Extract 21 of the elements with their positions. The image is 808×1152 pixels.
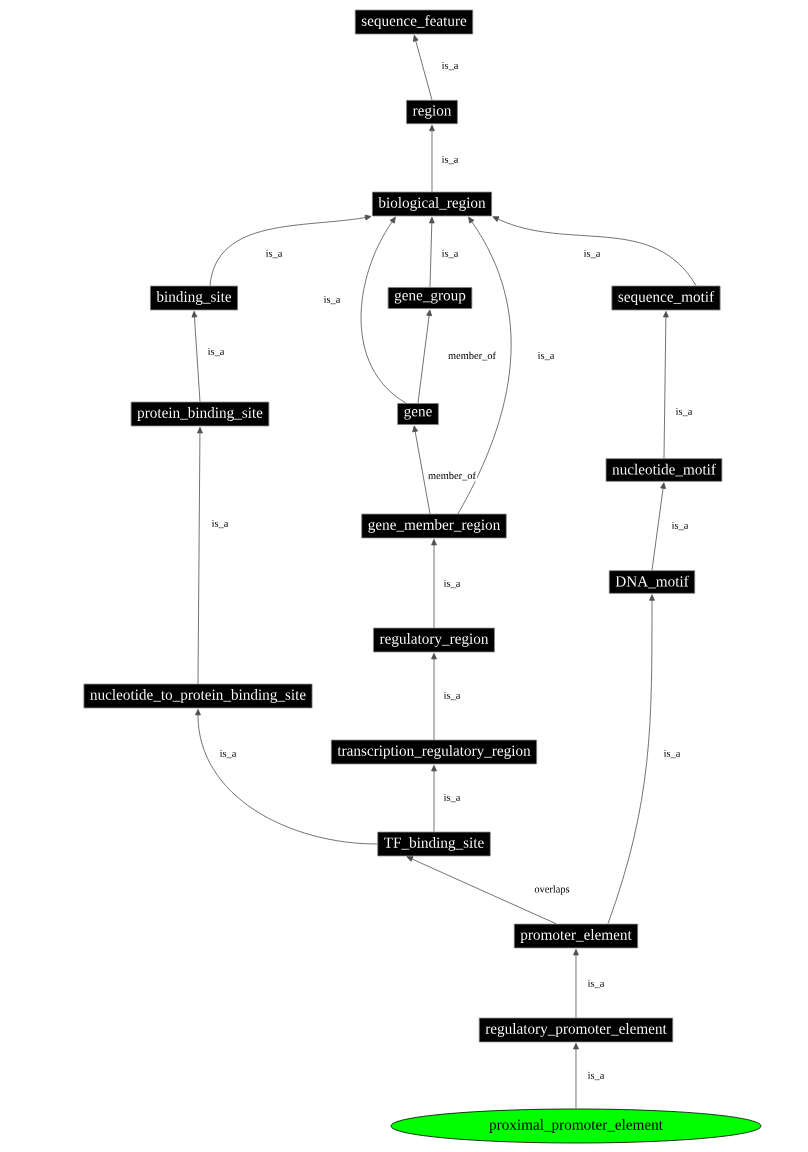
arrow [412, 34, 433, 101]
arrow [406, 856, 557, 925]
arrow [417, 309, 433, 404]
arrow [663, 311, 669, 459]
arrow [492, 216, 697, 287]
arrow [431, 764, 437, 833]
arrow [573, 948, 579, 1019]
arrow [428, 216, 435, 288]
arrow [412, 425, 431, 515]
arrow [197, 426, 203, 685]
arrow [191, 310, 201, 403]
arrow [429, 124, 435, 193]
arrow [431, 652, 437, 741]
arrow [457, 216, 512, 515]
arrow [209, 214, 372, 287]
arrow [607, 594, 655, 925]
arrow [360, 216, 407, 404]
arrow [573, 1042, 579, 1109]
arrow [431, 538, 437, 629]
arrow [651, 482, 666, 571]
arrow [195, 708, 378, 845]
